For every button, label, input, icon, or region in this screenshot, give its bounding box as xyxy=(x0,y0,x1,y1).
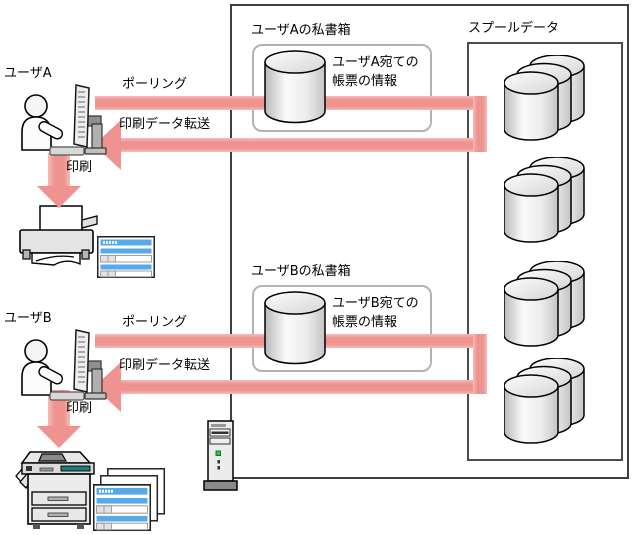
print-label-a: 印刷 xyxy=(66,160,93,175)
polling-label-b: ポーリング xyxy=(122,315,188,330)
copier-b-icon xyxy=(15,451,95,529)
document-form-a-icon xyxy=(97,236,155,278)
print-arrowhead-b xyxy=(37,426,81,448)
polling-return-connector-a xyxy=(473,96,487,152)
mailbox-b-box xyxy=(252,285,432,372)
spool-cylinders-icon xyxy=(504,157,585,243)
mailbox-b-title: ユーザBの私書箱 xyxy=(251,264,351,279)
transfer-arrow-a xyxy=(120,138,473,152)
monitor-icon xyxy=(73,329,107,400)
spool-cylinders-icon xyxy=(504,358,585,444)
keyboard-icon xyxy=(49,146,85,156)
document-stack-b-icon xyxy=(92,468,166,532)
polling-label-a: ポーリング xyxy=(122,77,188,92)
user-a-workstation-icon xyxy=(21,84,107,156)
spool-data-box xyxy=(467,42,623,461)
user-b-label: ユーザB xyxy=(4,311,52,326)
print-arrow-a xyxy=(48,153,70,186)
mailbox-a-description: ユーザA宛ての 帳票の情報 xyxy=(332,55,419,89)
print-arrowhead-a xyxy=(37,186,81,208)
server-boundary-box xyxy=(230,4,629,479)
transfer-arrow-b xyxy=(120,380,473,394)
person-icon xyxy=(21,339,64,396)
user-a-label: ユーザA xyxy=(4,66,52,81)
polling-return-connector-b xyxy=(473,334,487,394)
mailbox-a-title: ユーザAの私書箱 xyxy=(251,23,351,38)
mailbox-a-box xyxy=(252,44,432,132)
spool-cylinders-icon xyxy=(504,261,585,347)
person-icon xyxy=(21,94,64,151)
spool-cylinders-icon xyxy=(504,55,585,141)
transfer-label-b: 印刷データ転送 xyxy=(119,358,211,373)
print-label-b: 印刷 xyxy=(66,401,93,416)
spool-data-label: スプールデータ xyxy=(468,21,560,36)
mailbox-b-database-cylinder-icon xyxy=(264,291,326,365)
mailbox-b-description: ユーザB宛ての 帳票の情報 xyxy=(332,296,419,330)
server-tower-icon xyxy=(203,420,238,491)
printer-a-icon xyxy=(19,205,98,266)
mailbox-a-database-cylinder-icon xyxy=(264,50,326,124)
user-b-workstation-icon xyxy=(21,329,107,401)
transfer-label-a: 印刷データ転送 xyxy=(119,117,211,132)
monitor-icon xyxy=(73,84,107,155)
keyboard-icon xyxy=(49,391,85,401)
